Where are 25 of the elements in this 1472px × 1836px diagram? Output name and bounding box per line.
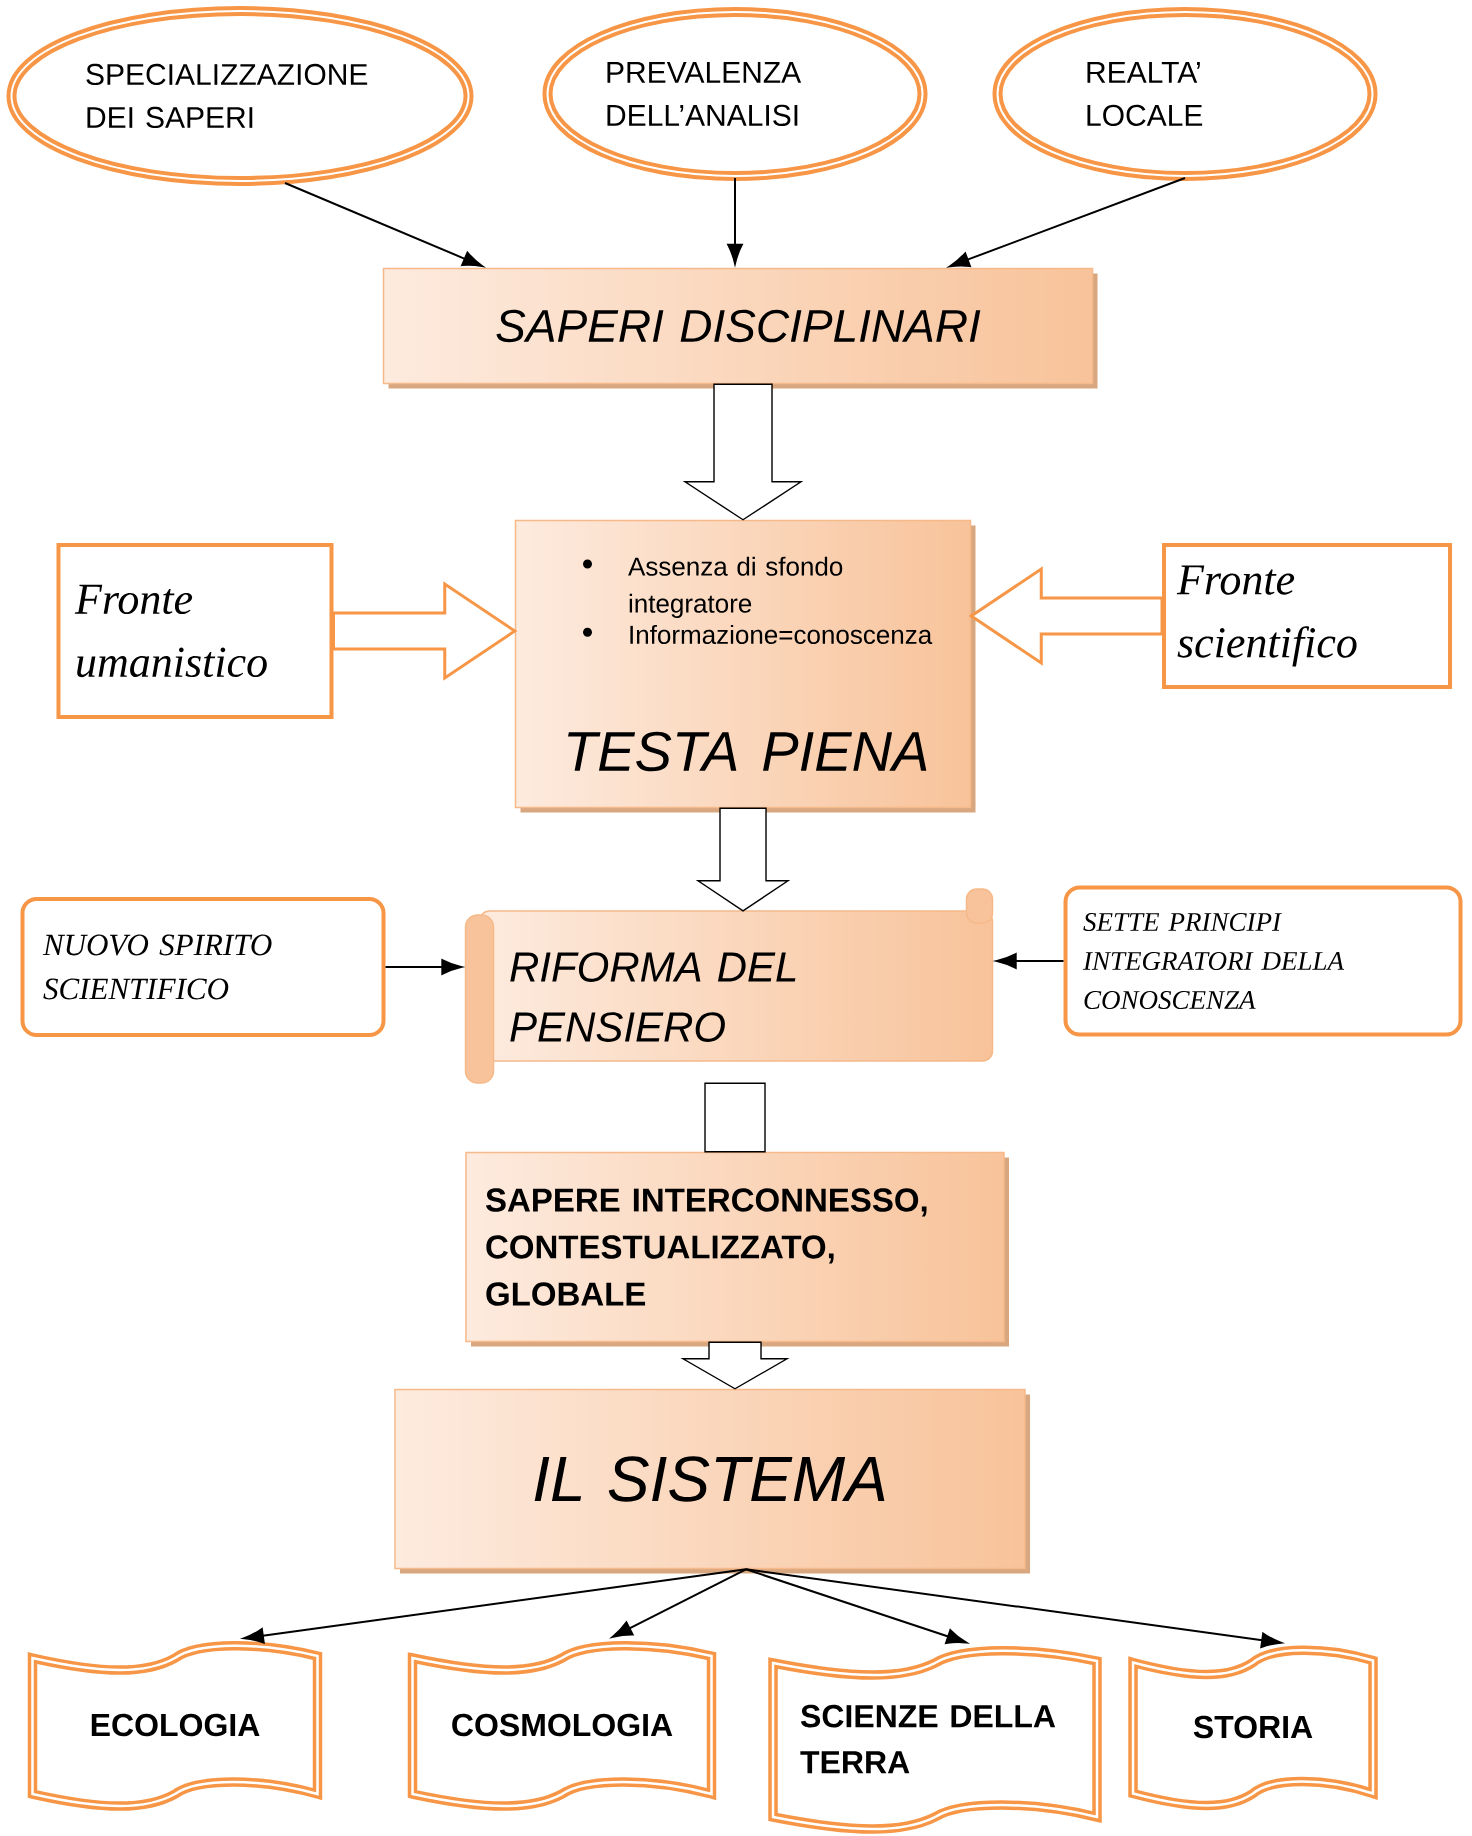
arrow xyxy=(243,1568,747,1644)
block-arrow xyxy=(682,383,804,521)
wavy-banner: SCIENZE DELLA TERRA xyxy=(768,1646,1102,1834)
block-arrow xyxy=(968,566,1164,666)
block-arrow xyxy=(680,1341,790,1390)
arrow xyxy=(384,959,462,975)
wavy-banner: COSMOLOGIA xyxy=(407,1641,717,1811)
arrow xyxy=(996,953,1065,969)
title-box: SAPERI DISCIPLINARI xyxy=(382,267,1098,389)
block-arrow xyxy=(332,581,518,681)
oval-box: REALTA’ LOCALE xyxy=(992,7,1378,181)
title-box: IL SISTEMA xyxy=(394,1388,1030,1574)
wavy-banner: STORIA xyxy=(1128,1645,1378,1811)
rounded-box: NUOVO SPIRITO SCIENTIFICO xyxy=(20,897,386,1037)
oval-box: SPECIALIZZAZIONE DEI SAPERI xyxy=(6,6,474,186)
title-box: SAPERE INTERCONNESSO, CONTESTUALIZZATO, GLOBALE xyxy=(465,1151,1009,1347)
scroll-banner: RIFORMA DEL PENSIERO xyxy=(464,888,994,1084)
text-box: Assenza di sfondo integratore Informazione=conoscenza TESTA PIENA xyxy=(514,519,976,813)
wavy-banner: ECOLOGIA xyxy=(27,1641,323,1811)
rounded-box: SETTE PRINCIPI INTEGRATORI DELLA CONOSCENZA xyxy=(1063,885,1463,1037)
arrow xyxy=(727,177,743,265)
block-arrow xyxy=(695,807,791,912)
connector-bar xyxy=(704,1082,766,1153)
arrow xyxy=(611,1568,747,1638)
oval-box: PREVALENZA DELL’ANALISI xyxy=(542,7,928,181)
